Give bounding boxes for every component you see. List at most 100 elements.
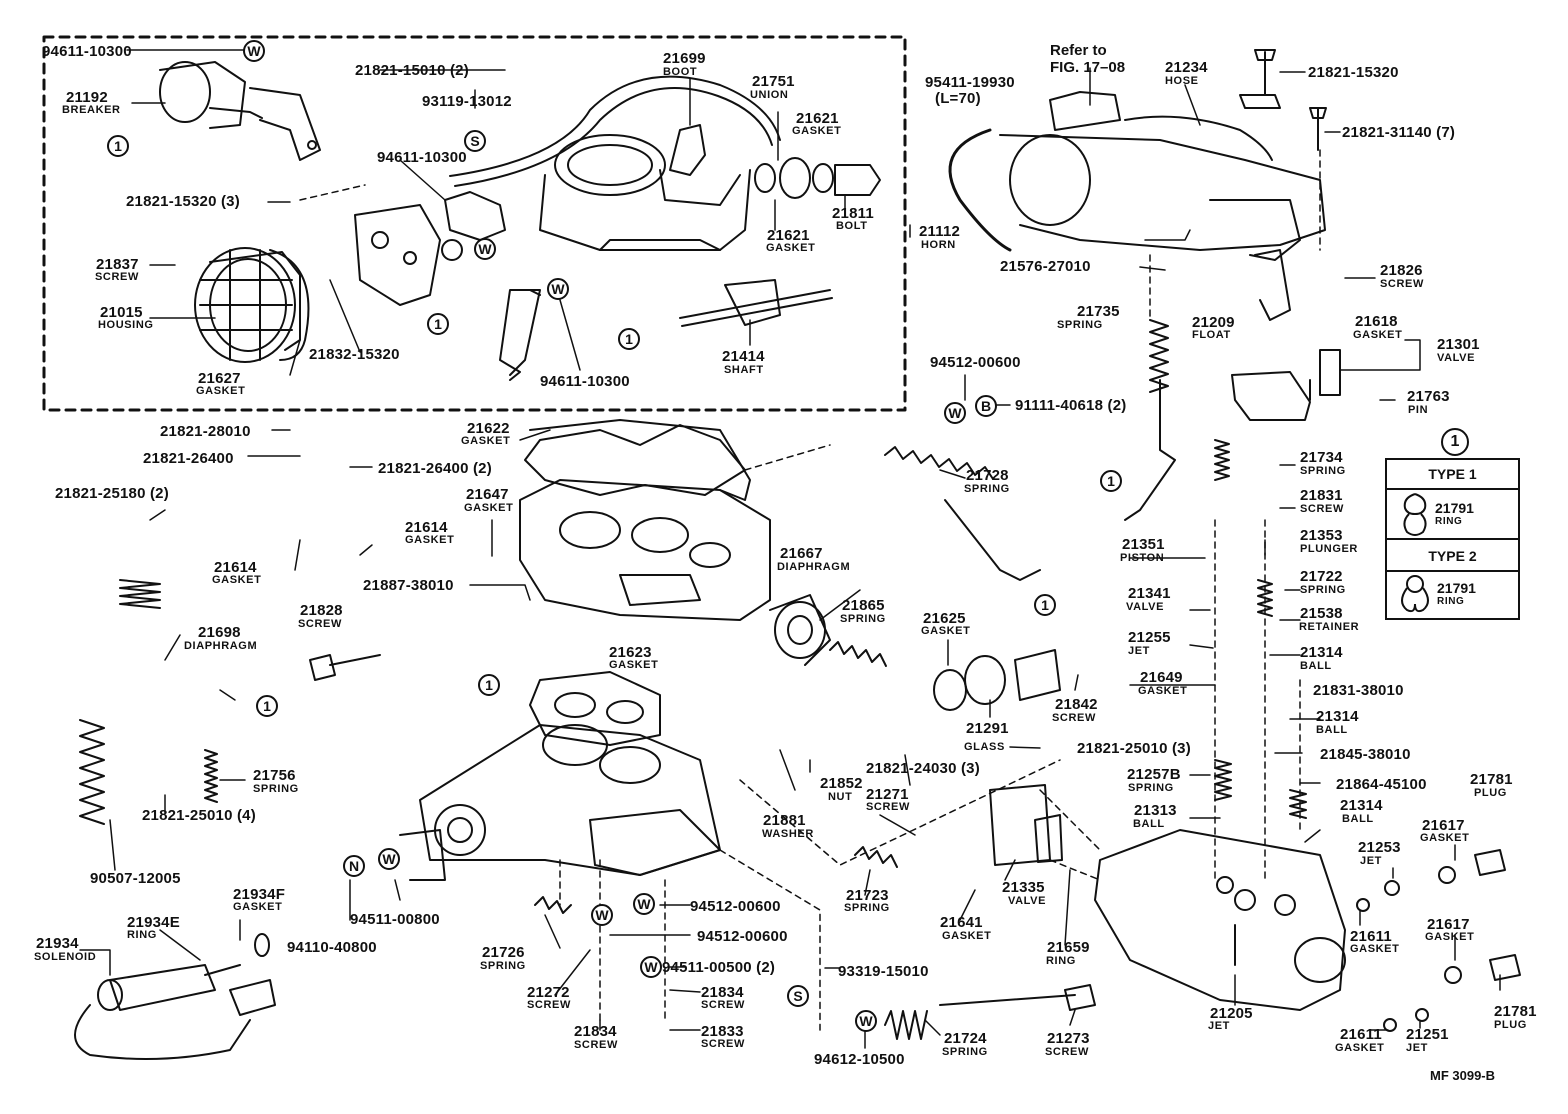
callout-1-marker: 1 — [256, 695, 278, 717]
gasket-21623-drawing — [529, 671, 661, 746]
cover-plate-drawing — [354, 204, 441, 306]
label-21821-26400-b: 21821-26400 (2) — [378, 460, 492, 477]
label-93119-13012: 93119-13012 — [422, 93, 512, 110]
name-21192: BREAKER — [62, 104, 121, 116]
shaft-drawing — [679, 279, 833, 327]
label-21234: 21234 — [1165, 59, 1208, 76]
label-21865: 21865 — [842, 597, 885, 614]
name-21834-b: SCREW — [574, 1039, 618, 1051]
spring-21864 — [1289, 789, 1307, 819]
name-21623: GASKET — [609, 659, 659, 671]
name-21209: FLOAT — [1192, 329, 1231, 341]
callout-1-marker: 1 — [478, 674, 500, 696]
label-93319-15010: 93319-15010 — [838, 963, 929, 980]
label-21722: 21722 — [1300, 568, 1343, 585]
label-21834-a: 21834 — [701, 984, 744, 1001]
screw-21828-drawing — [309, 654, 381, 681]
spring-21735 — [1149, 319, 1169, 393]
label-21821-15320: 21821-15320 — [1308, 64, 1399, 81]
name-21934: SOLENOID — [34, 951, 97, 963]
name-21611-a: GASKET — [1350, 943, 1400, 955]
label-91111-40618: 91111-40618 (2) — [1015, 397, 1127, 414]
label-21864-45100: 21864-45100 — [1336, 776, 1427, 793]
screw-21273-drawing — [939, 984, 1096, 1011]
name-21781-b: PLUG — [1494, 1019, 1527, 1031]
label-21257b: 21257B — [1127, 766, 1181, 783]
w-marker: W — [474, 238, 496, 260]
name-21621-b: GASKET — [766, 242, 816, 254]
jet-plug-drawing — [1234, 849, 1521, 1032]
reference-note: Refer to FIG. 17–08 — [1050, 42, 1125, 77]
assembly-boundary — [42, 35, 907, 412]
name-21833: SCREW — [701, 1038, 745, 1050]
name-21301: VALVE — [1437, 352, 1476, 364]
float-drawing — [1231, 349, 1341, 421]
name-21641: GASKET — [942, 930, 992, 942]
label-21576-27010: 21576-27010 — [1000, 258, 1091, 275]
type2-ring-label: 21791 RING — [1437, 580, 1476, 607]
ring-type1-icon — [1403, 493, 1427, 536]
throttle-body-drawing — [399, 724, 721, 881]
type2-ring-name: RING — [1437, 596, 1465, 607]
label-21272: 21272 — [527, 984, 570, 1001]
label-21821-15010: 21821-15010 (2) — [355, 62, 469, 79]
spring-21257b — [1214, 759, 1232, 801]
name-21234: HOSE — [1165, 75, 1199, 87]
label-21273: 21273 — [1047, 1030, 1090, 1047]
name-21313: BALL — [1133, 818, 1165, 830]
label-21314-a: 21314 — [1300, 644, 1343, 661]
name-21618: GASKET — [1353, 329, 1403, 341]
name-21112: HORN — [921, 239, 956, 251]
label-21335: 21335 — [1002, 879, 1045, 896]
name-21659: RING — [1046, 955, 1076, 967]
name-21667: DIAPHRAGM — [777, 561, 851, 573]
name-21763: PIN — [1408, 404, 1429, 416]
ring-type2-icon — [1401, 575, 1429, 613]
label-21723: 21723 — [846, 887, 889, 904]
name-21251: JET — [1406, 1042, 1428, 1054]
name-21617-b: GASKET — [1425, 931, 1475, 943]
label-21821-26400-a: 21821-26400 — [143, 450, 234, 467]
label-94611-10300-c: 94611-10300 — [540, 373, 630, 390]
name-21934f: GASKET — [233, 901, 283, 913]
label-21625: 21625 — [923, 610, 966, 627]
hose-21234-drawing — [1124, 115, 1273, 161]
label-21834-b: 21834 — [574, 1023, 617, 1040]
callout-1-marker: 1 — [1034, 594, 1056, 616]
name-21314-c: BALL — [1342, 813, 1374, 825]
callout-1-marker: 1 — [107, 135, 129, 157]
name-21735: SPRING — [1057, 319, 1103, 331]
label-21833: 21833 — [701, 1023, 744, 1040]
label-94512-00600-a: 94512-00600 — [930, 354, 1021, 371]
name-21831: SCREW — [1300, 503, 1344, 515]
name-21647: GASKET — [464, 502, 514, 514]
label-21623: 21623 — [609, 644, 652, 661]
label-94511-00500: 94511-00500 (2) — [662, 959, 776, 976]
name-21614-a: GASKET — [405, 534, 455, 546]
type1-header: TYPE 1 — [1387, 460, 1518, 490]
label-94612-10500: 94612-10500 — [814, 1051, 905, 1068]
spring-21865 — [829, 641, 887, 667]
leader-lines — [79, 49, 1501, 1049]
reference-line2[interactable]: FIG. 17–08 — [1050, 59, 1126, 77]
n-marker: N — [343, 855, 365, 877]
type1-ring-part: 21791 — [1435, 500, 1474, 516]
main-body-drawing — [519, 419, 771, 621]
name-21649: GASKET — [1138, 685, 1188, 697]
label-21724: 21724 — [944, 1030, 987, 1047]
label-21192: 21192 — [66, 89, 108, 106]
label-94512-00600-c: 94512-00600 — [697, 928, 788, 945]
callout-1-marker: 1 — [618, 328, 640, 350]
name-21538: RETAINER — [1299, 621, 1360, 633]
label-94110-40800: 94110-40800 — [287, 939, 377, 956]
label-21821-25180: 21821-25180 (2) — [55, 485, 169, 502]
label-21617-a: 21617 — [1422, 817, 1465, 834]
name-21781-a: PLUG — [1474, 787, 1507, 799]
label-21821-25010-4: 21821-25010 (4) — [142, 807, 256, 824]
pump-rod-drawing — [1124, 379, 1176, 521]
name-21881: WASHER — [762, 828, 814, 840]
w-marker: W — [243, 40, 265, 62]
name-21723: SPRING — [844, 902, 890, 914]
label-21314-b: 21314 — [1316, 708, 1359, 725]
